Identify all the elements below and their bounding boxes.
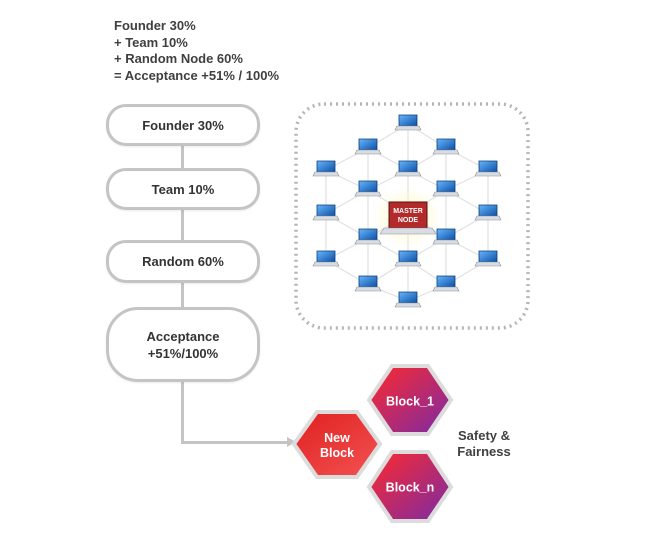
formula-line: = Acceptance +51% / 100% xyxy=(114,67,280,83)
flow-connector xyxy=(181,208,184,242)
master-node-label: MASTER xyxy=(393,208,423,215)
hex-new-block xyxy=(291,410,383,479)
formula-line: + Team 10% xyxy=(114,34,188,50)
laptop-icon xyxy=(312,250,340,267)
laptop-icon xyxy=(432,138,460,155)
flow-arrowhead xyxy=(287,437,296,447)
flow-connector xyxy=(181,381,184,443)
formula-text: Founder 30% + Team 10% + Random Node 60%… xyxy=(114,18,279,84)
safety-fairness-caption: Safety & Fairness xyxy=(457,428,511,459)
block-1-label: Block_1 xyxy=(386,394,434,409)
laptop-icon xyxy=(312,204,340,221)
laptop-icon xyxy=(474,250,502,267)
laptop-icon xyxy=(354,275,382,292)
laptop-icon xyxy=(474,204,502,221)
step-random: Random 60% xyxy=(106,240,260,283)
flow-connector xyxy=(181,281,184,309)
master-node-label-2: NODE xyxy=(398,217,419,224)
laptop-icon xyxy=(432,180,460,197)
laptop-icon xyxy=(354,228,382,245)
flow-connector xyxy=(181,144,184,170)
formula-line: Founder 30% xyxy=(114,18,196,33)
flow-connector xyxy=(181,441,287,444)
laptop-icon xyxy=(354,138,382,155)
step-team: Team 10% xyxy=(106,168,260,210)
laptop-icon xyxy=(394,291,422,308)
master-node: MASTER NODE xyxy=(379,201,437,235)
laptop-icon xyxy=(394,250,422,267)
laptop-icon xyxy=(394,114,422,131)
step-acceptance: Acceptance +51%/100% xyxy=(106,307,260,382)
laptop-icon xyxy=(474,160,502,177)
hex-block-1 xyxy=(366,364,454,436)
formula-line: + Random Node 60% xyxy=(114,51,243,66)
laptop-icon xyxy=(394,160,422,177)
new-block-label: New Block xyxy=(319,431,355,460)
step-founder: Founder 30% xyxy=(106,104,260,146)
laptop-icon xyxy=(432,228,460,245)
block-n-label: Block_n xyxy=(385,480,435,495)
laptop-icon xyxy=(312,160,340,177)
hex-block-n xyxy=(366,450,454,523)
laptop-icon xyxy=(432,275,460,292)
laptop-icon xyxy=(354,180,382,197)
